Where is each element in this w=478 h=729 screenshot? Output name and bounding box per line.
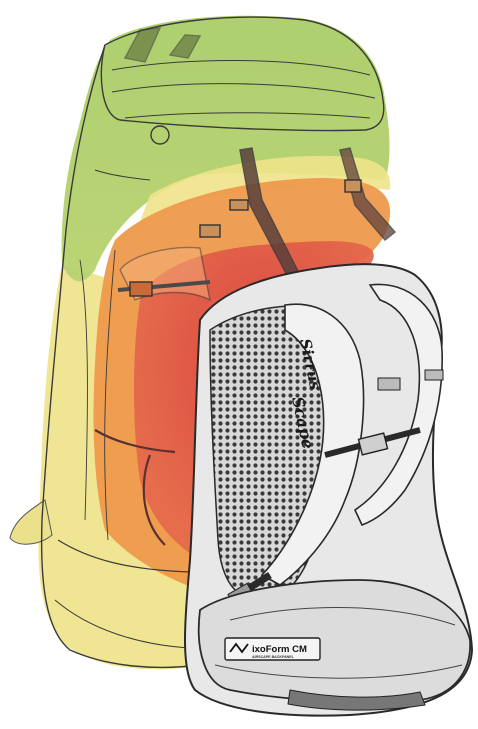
hipbelt-logo-text: ixoForm CM — [252, 644, 307, 655]
back-panel — [185, 264, 472, 715]
left-compression-strap — [10, 500, 52, 544]
side-buckle — [130, 282, 152, 296]
hipbelt-logo-subtext: AIRSCAPE BACKPANEL — [252, 655, 295, 659]
